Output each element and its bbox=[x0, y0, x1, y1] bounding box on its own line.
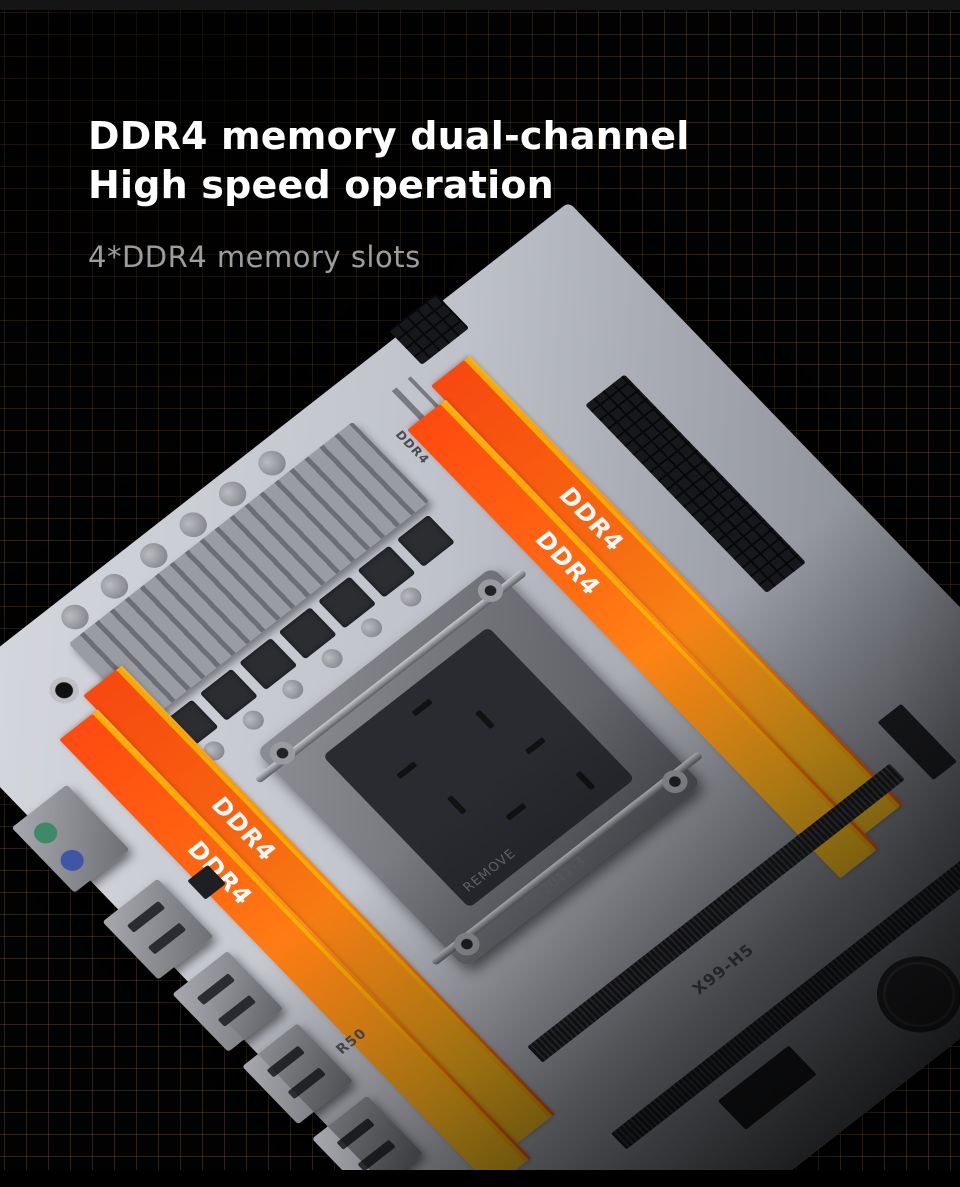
headline-line-1: DDR4 memory dual-channel bbox=[88, 114, 690, 158]
subtitle: 4*DDR4 memory slots bbox=[88, 240, 421, 274]
motherboard: REMOVE 2011-3 LGA2011-3 DDR4 DDR4 DDR4 D… bbox=[0, 202, 960, 1170]
headline-line-2: High speed operation bbox=[88, 163, 554, 207]
page-title: DDR4 memory dual-channel High speed oper… bbox=[88, 112, 689, 210]
board-shadow-overlay bbox=[0, 202, 960, 1170]
top-band bbox=[0, 0, 960, 10]
bottom-band bbox=[0, 1170, 960, 1187]
